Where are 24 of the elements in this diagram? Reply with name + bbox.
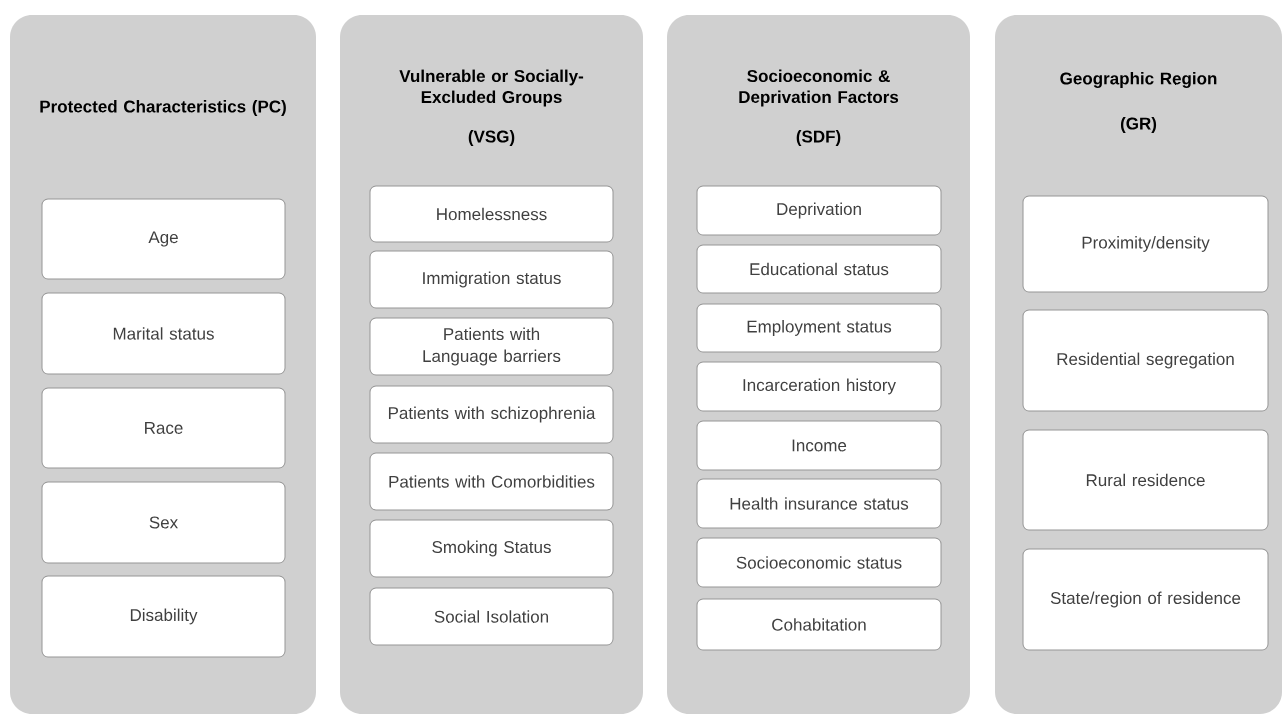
factor-box: Sex — [41, 481, 286, 564]
factor-box: Employment status — [696, 303, 942, 353]
factor-box: Smoking Status — [369, 519, 614, 578]
factor-box: Health insurance status — [696, 478, 942, 529]
factor-box: Patients with schizophrenia — [369, 385, 614, 444]
factor-box: Residential segregation — [1022, 309, 1269, 412]
factor-box: State/region of residence — [1022, 548, 1269, 651]
factor-box: Race — [41, 387, 286, 469]
factor-box: Homelessness — [369, 185, 614, 243]
factor-box: Deprivation — [696, 185, 942, 236]
factor-box: Socioeconomic status — [696, 537, 942, 588]
factor-box: Patients with Comorbidities — [369, 452, 614, 511]
factor-box: Rural residence — [1022, 429, 1269, 531]
factor-box: Patients with Language barriers — [369, 317, 614, 376]
factor-box: Incarceration history — [696, 361, 942, 412]
factor-box: Age — [41, 198, 286, 280]
factor-box: Social Isolation — [369, 587, 614, 646]
factor-box: Cohabitation — [696, 598, 942, 651]
factor-box: Educational status — [696, 244, 942, 294]
factor-box: Immigration status — [369, 250, 614, 309]
factor-box: Marital status — [41, 292, 286, 375]
factor-box: Disability — [41, 575, 286, 658]
factor-box: Income — [696, 420, 942, 471]
factor-box: Proximity/density — [1022, 195, 1269, 293]
